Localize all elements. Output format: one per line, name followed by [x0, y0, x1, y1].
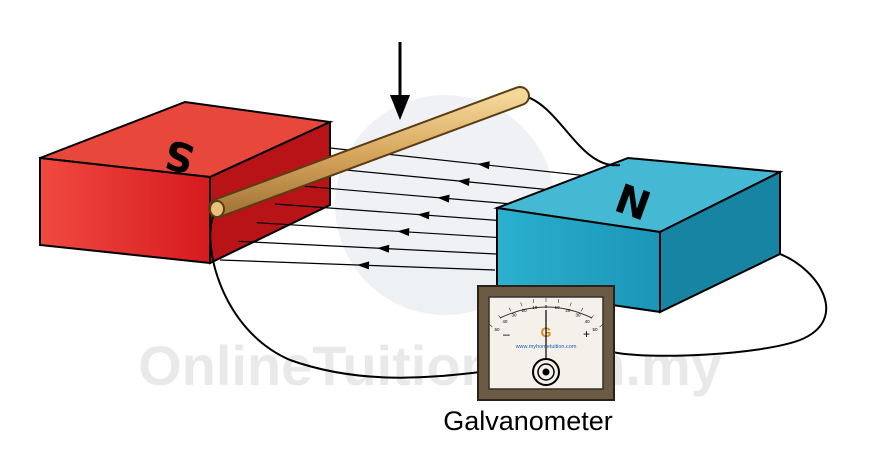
galvanometer-tick-label: 20	[565, 308, 571, 313]
galvanometer-tick-label: 10	[532, 305, 538, 310]
rod-body	[210, 88, 528, 216]
watermark-text: OnlineTuition.com.my	[138, 334, 722, 397]
galvanometer-tick-label: 20	[522, 308, 528, 313]
galvanometer-plus: +	[583, 327, 590, 341]
field-line-arrow-icon	[477, 161, 490, 170]
field-line-arrow-icon	[457, 177, 470, 186]
circuit-wires	[209, 95, 828, 379]
wire-rod-to-meter	[209, 211, 481, 379]
galvanometer-caption: Galvanometer	[443, 406, 613, 436]
galvanometer-tick-mark	[532, 299, 535, 304]
galvanometer-tick-label: 30	[511, 313, 517, 318]
galvanometer-tick-label: 40	[585, 319, 591, 324]
field-line-arrow-icon	[377, 244, 390, 253]
motion-arrow-head-icon	[390, 95, 410, 120]
wire-rod-to-north	[523, 95, 621, 167]
galvanometer-tick-label: 50	[494, 327, 500, 332]
galvanometer-scale-arc	[499, 306, 593, 319]
galvanometer-knob-ring	[537, 363, 555, 381]
field-line-arrow-icon	[357, 261, 370, 270]
galvanometer-tick-mark	[508, 307, 512, 312]
galvanometer-tick-mark	[590, 315, 594, 319]
conducting-rod	[208, 86, 530, 218]
galvanometer-tick-mark	[498, 315, 502, 319]
galvanometer-minus: –	[503, 327, 510, 341]
galvanometer-tick-mark	[489, 324, 493, 328]
rod-end	[209, 200, 225, 218]
field-line-arrow-icon	[437, 194, 450, 203]
galvanometer-tick-mark	[557, 299, 560, 304]
motion-arrow	[390, 42, 410, 120]
magnet-north: N	[493, 156, 784, 314]
galvanometer-tick-label: 40	[502, 319, 508, 324]
galvanometer-tick-mark	[580, 307, 584, 312]
galvanometer-tick-mark	[520, 302, 523, 307]
galvanometer-tick-mark	[569, 302, 572, 307]
galvanometer-knob-center	[542, 368, 550, 376]
field-line-arrow-icon	[417, 211, 430, 220]
wire-north-to-meter	[611, 253, 828, 357]
field-line-arrow-icon	[397, 228, 410, 237]
galvanometer-tick-label: 0	[545, 304, 548, 309]
galvanometer-tick-label: 10	[555, 305, 561, 310]
galvanometer-tick-label: 50	[592, 327, 598, 332]
galvanometer-tick-label: 30	[575, 313, 581, 318]
galvanometer-tick-mark	[599, 324, 603, 328]
